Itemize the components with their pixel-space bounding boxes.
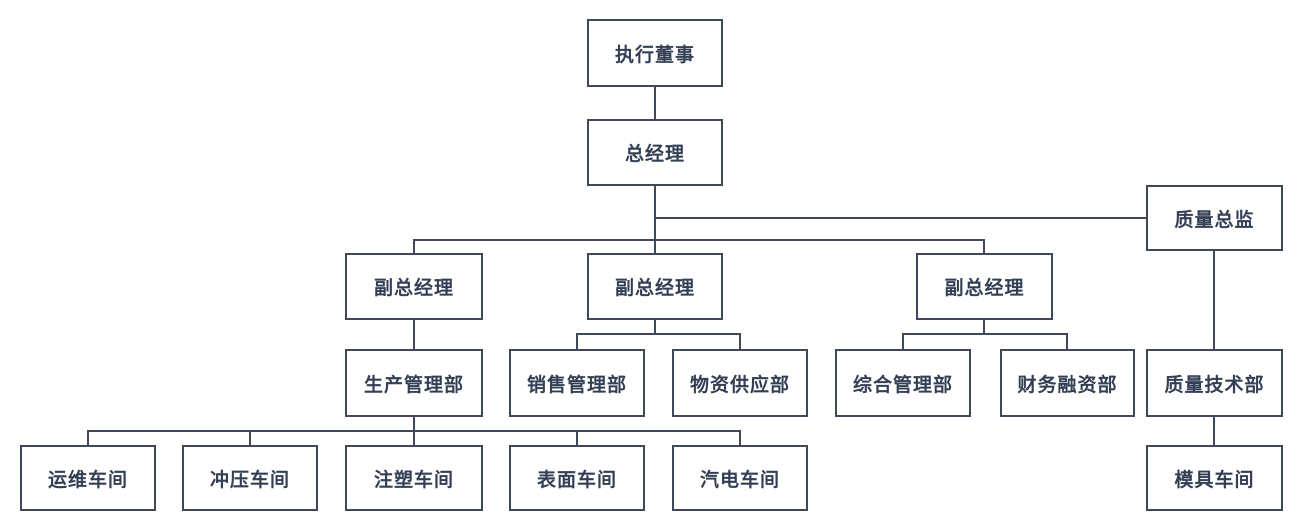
node-general-manager: 总经理 [587, 119, 723, 186]
node-finance-dept: 财务融资部 [1000, 349, 1135, 417]
connector-gm-to-quality-director [655, 217, 1146, 219]
connector-stub-deputy-1 [413, 239, 415, 253]
connector-production-down [413, 417, 415, 432]
node-sales-dept: 销售管理部 [509, 349, 645, 417]
connector-stub-deputy-3 [983, 239, 985, 253]
connector-stub-admin [902, 333, 904, 349]
connector-deputy3-bus [902, 333, 1068, 335]
connector-deputy2-down [654, 320, 656, 335]
node-deputy-gm-3: 副总经理 [916, 253, 1053, 320]
connector-stub-supply [739, 333, 741, 349]
node-admin-dept: 综合管理部 [835, 349, 971, 417]
node-mold-workshop: 模具车间 [1146, 445, 1283, 511]
connector-gm-down [654, 186, 656, 253]
connector-stub-auto-electric-workshop [739, 430, 741, 445]
connector-stub-sales [576, 333, 578, 349]
connector-stub-ops-workshop [87, 430, 89, 445]
connector-stub-injection-workshop [413, 430, 415, 445]
node-exec-director: 执行董事 [587, 19, 723, 87]
connector-deputy3-down [983, 320, 985, 335]
connector-stub-surface-workshop [576, 430, 578, 445]
connector-deputy-bus [413, 239, 985, 241]
connector-deputy2-bus [576, 333, 741, 335]
node-injection-workshop: 注塑车间 [345, 445, 483, 511]
node-quality-director: 质量总监 [1146, 185, 1283, 251]
node-deputy-gm-2: 副总经理 [587, 253, 723, 320]
node-surface-workshop: 表面车间 [509, 445, 645, 511]
node-stamping-workshop: 冲压车间 [182, 445, 318, 511]
connector-quality-director-to-quality-tech [1213, 251, 1215, 349]
node-ops-workshop: 运维车间 [20, 445, 156, 511]
node-auto-electric-workshop: 汽电车间 [672, 445, 808, 511]
connector-stub-finance [1066, 333, 1068, 349]
connector-exec-to-gm [654, 87, 656, 119]
node-quality-tech-dept: 质量技术部 [1146, 349, 1283, 417]
connector-stub-stamping-workshop [249, 430, 251, 445]
connector-deputy1-to-production [413, 320, 415, 349]
connector-quality-tech-to-mold [1213, 417, 1215, 445]
node-production-dept: 生产管理部 [345, 349, 483, 417]
node-deputy-gm-1: 副总经理 [345, 253, 483, 320]
node-supply-dept: 物资供应部 [672, 349, 808, 417]
